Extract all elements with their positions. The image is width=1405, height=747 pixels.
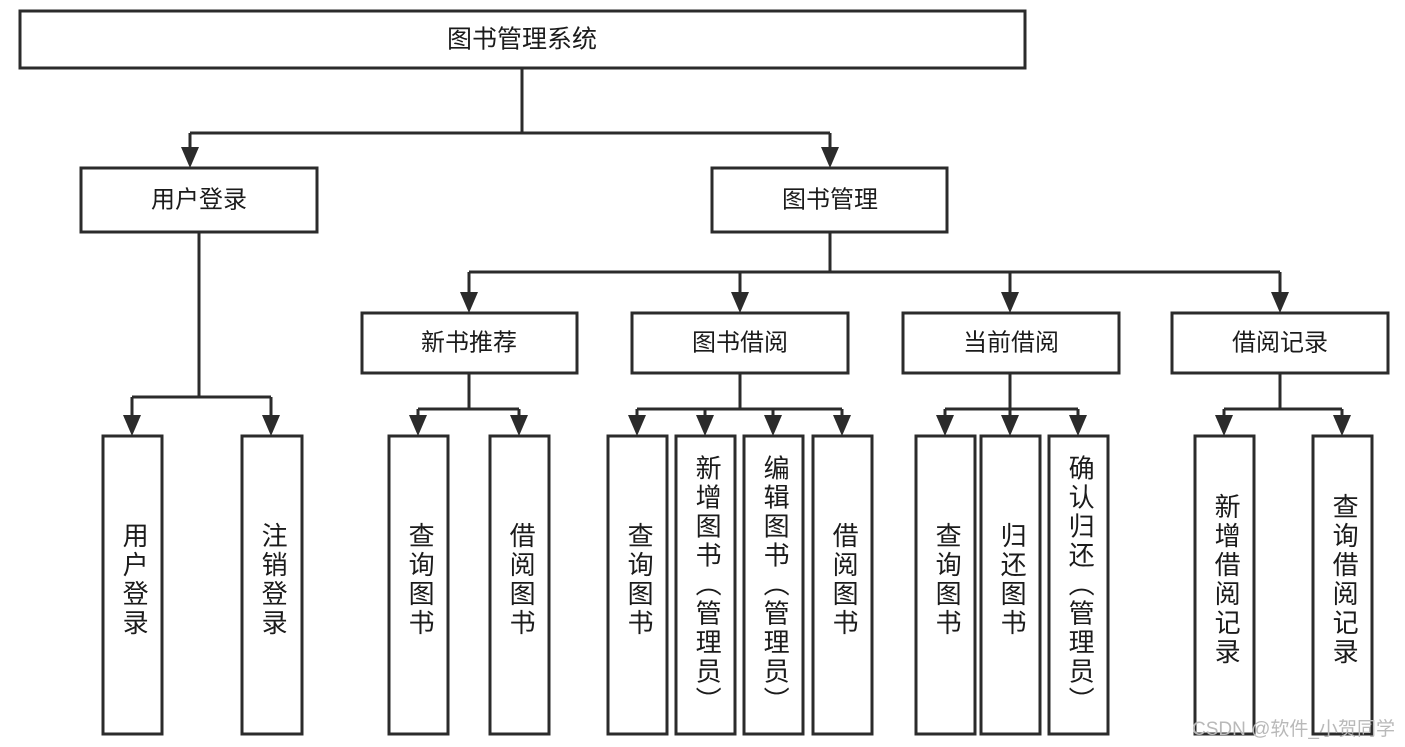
node-new-book-recommend-box[interactable]: [360, 311, 579, 375]
node-user-login-label: 用户登录: [151, 186, 247, 213]
leaf-query-book-1-label: 查询图书: [405, 522, 435, 638]
arrow-head-leaf-add-book: [696, 415, 714, 436]
arrow-head-book-borrow: [731, 292, 749, 313]
node-book-manage[interactable]: 图书管理: [710, 166, 949, 234]
leaf-query-borrow-record-label: 查询借阅记录: [1329, 493, 1359, 667]
arrow-head-new-book-recommend: [460, 292, 478, 313]
leaf-borrow-book-1-label: 借阅图书: [506, 522, 536, 638]
leaf-query-book-1[interactable]: 查询图书: [387, 434, 450, 736]
leaf-query-borrow-record[interactable]: 查询借阅记录: [1311, 434, 1374, 736]
arrow-head-leaf-confirm-return: [1069, 415, 1087, 436]
node-root-label: 图书管理系统: [447, 26, 597, 54]
connector-bookmanage-to-level2: [460, 232, 1289, 313]
node-current-borrow[interactable]: 当前借阅: [901, 311, 1121, 375]
connector-root-to-level1: [181, 68, 839, 168]
arrow-head-leaf-add-borrow-record: [1215, 415, 1233, 436]
leaf-borrow-book-2-box[interactable]: [811, 434, 874, 736]
node-root[interactable]: 图书管理系统: [18, 9, 1027, 70]
leaf-return-book-box[interactable]: [979, 434, 1042, 736]
leaf-add-borrow-record[interactable]: 新增借阅记录: [1193, 434, 1256, 736]
node-borrow-record-label: 借阅记录: [1232, 329, 1328, 356]
arrow-head-leaf-query-book-1: [409, 415, 427, 436]
node-root-box[interactable]: [18, 9, 1027, 70]
leaf-add-borrow-record-label: 新增借阅记录: [1211, 493, 1241, 667]
arrow-head-leaf-query-book-2: [628, 415, 646, 436]
leaf-logout-login-box[interactable]: [240, 434, 304, 736]
arrow-head-borrow-record: [1271, 292, 1289, 313]
leaf-user-login-label: 用户登录: [119, 522, 149, 638]
node-book-borrow[interactable]: 图书借阅: [630, 311, 850, 375]
leaf-confirm-return-label: 确认归还（管理员）: [1065, 454, 1095, 715]
connector-userlogin-to-leaves: [123, 232, 280, 436]
arrow-head-leaf-user-login: [123, 415, 141, 436]
node-borrow-record-box[interactable]: [1170, 311, 1390, 375]
node-current-borrow-label: 当前借阅: [963, 329, 1059, 356]
connector-borrowrecord-to-leaves: [1215, 373, 1351, 436]
connector-currentborrow-to-leaves: [936, 373, 1087, 436]
node-new-book-recommend[interactable]: 新书推荐: [360, 311, 579, 375]
leaf-logout-login[interactable]: 注销登录: [240, 434, 304, 736]
arrow-head-leaf-edit-book: [764, 415, 782, 436]
leaf-add-borrow-record-box[interactable]: [1193, 434, 1256, 736]
leaf-return-book[interactable]: 归还图书: [979, 434, 1042, 736]
arrow-head-book-manage: [821, 147, 839, 168]
leaf-query-book-1-box[interactable]: [387, 434, 450, 736]
node-user-login[interactable]: 用户登录: [79, 166, 319, 234]
leaf-user-login-box[interactable]: [101, 434, 164, 736]
leaf-query-book-2-box[interactable]: [606, 434, 669, 736]
leaf-borrow-book-1[interactable]: 借阅图书: [488, 434, 551, 736]
leaf-add-book-label: 新增图书（管理员）: [692, 454, 722, 715]
connector-newbook-to-leaves: [409, 373, 528, 436]
leaf-logout-login-label: 注销登录: [258, 522, 288, 638]
node-book-manage-label: 图书管理: [782, 186, 878, 213]
arrow-head-leaf-query-borrow-record: [1333, 415, 1351, 436]
node-new-book-recommend-label: 新书推荐: [421, 329, 517, 356]
leaf-borrow-book-2-label: 借阅图书: [829, 522, 859, 638]
leaf-confirm-return[interactable]: 确认归还（管理员）: [1047, 434, 1110, 736]
leaf-borrow-book-1-box[interactable]: [488, 434, 551, 736]
leaf-query-book-3[interactable]: 查询图书: [914, 434, 977, 736]
arrow-head-leaf-borrow-book-1: [510, 415, 528, 436]
node-book-manage-box[interactable]: [710, 166, 949, 234]
node-book-borrow-box[interactable]: [630, 311, 850, 375]
node-book-borrow-label: 图书借阅: [692, 329, 788, 356]
leaf-add-book[interactable]: 新增图书（管理员）: [674, 434, 737, 736]
leaf-query-book-2[interactable]: 查询图书: [606, 434, 669, 736]
leaf-query-book-2-label: 查询图书: [624, 522, 654, 638]
leaf-edit-book-box[interactable]: [742, 434, 805, 736]
arrow-head-current-borrow: [1001, 292, 1019, 313]
leaf-edit-book-label: 编辑图书（管理员）: [760, 454, 790, 715]
leaf-add-book-box[interactable]: [674, 434, 737, 736]
leaf-edit-book[interactable]: 编辑图书（管理员）: [742, 434, 805, 736]
leaf-query-borrow-record-box[interactable]: [1311, 434, 1374, 736]
arrow-head-user-login: [181, 147, 199, 168]
node-borrow-record[interactable]: 借阅记录: [1170, 311, 1390, 375]
arrow-head-leaf-query-book-3: [936, 415, 954, 436]
connector-bookborrow-to-leaves: [628, 373, 851, 436]
leaf-confirm-return-box[interactable]: [1047, 434, 1110, 736]
leaf-user-login[interactable]: 用户登录: [101, 434, 164, 736]
arrow-head-leaf-logout-login: [262, 415, 280, 436]
arrow-head-leaf-return-book: [1001, 415, 1019, 436]
arrow-head-leaf-borrow-book-2: [833, 415, 851, 436]
leaf-query-book-3-label: 查询图书: [932, 522, 962, 638]
node-current-borrow-box[interactable]: [901, 311, 1121, 375]
leaf-query-book-3-box[interactable]: [914, 434, 977, 736]
leaf-return-book-label: 归还图书: [997, 522, 1027, 638]
leaf-borrow-book-2[interactable]: 借阅图书: [811, 434, 874, 736]
node-user-login-box[interactable]: [79, 166, 319, 234]
